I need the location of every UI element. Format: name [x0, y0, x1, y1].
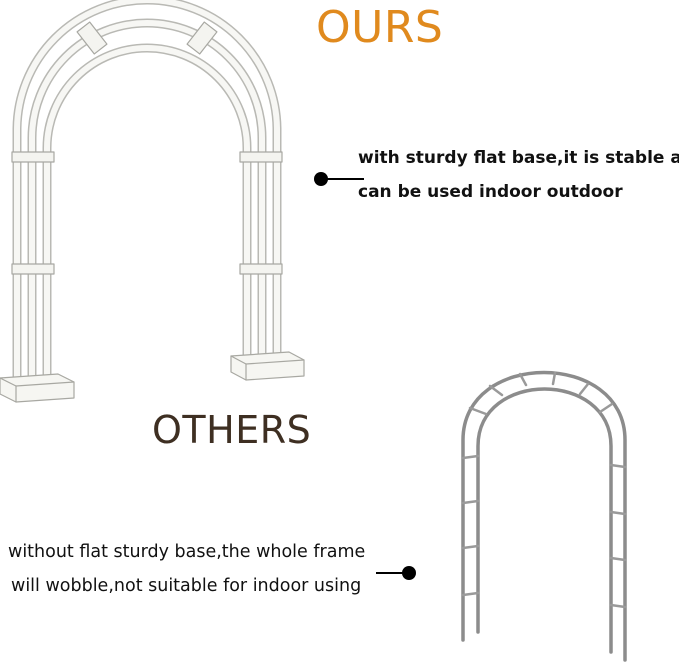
pointer-line — [326, 178, 364, 180]
ours-caption: with sturdy flat base,it is stable and c… — [358, 141, 679, 209]
ours-caption-line-1: with sturdy flat base,it is stable and — [358, 148, 679, 168]
ours-caption-line-2: can be used indoor outdoor — [358, 182, 623, 202]
gray-ladder-arch-icon — [461, 370, 627, 662]
bullet-dot-icon — [314, 172, 328, 186]
ours-title: OURS — [316, 2, 444, 53]
pointer-line — [376, 572, 404, 574]
bullet-dot-icon — [402, 566, 416, 580]
others-title: OTHERS — [152, 408, 312, 452]
others-caption-line-2: will wobble,not suitable for indoor usin… — [11, 576, 362, 596]
others-caption: without flat sturdy base,the whole frame… — [8, 535, 365, 603]
white-triple-arch-icon — [0, 0, 305, 403]
others-caption-line-1: without flat sturdy base,the whole frame — [8, 542, 366, 562]
flat-base — [0, 351, 305, 403]
